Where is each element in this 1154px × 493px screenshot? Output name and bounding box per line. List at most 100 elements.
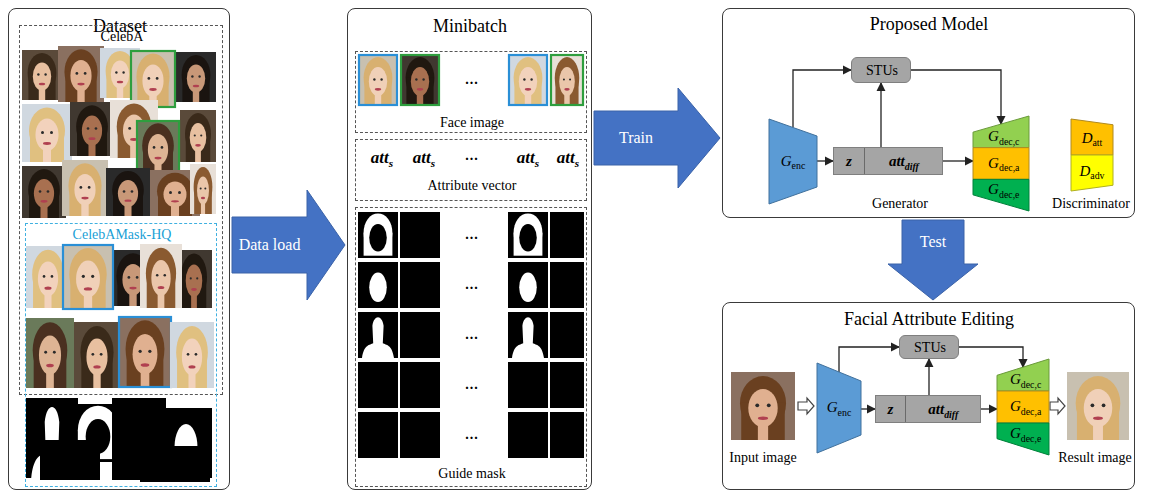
eye xyxy=(127,276,130,279)
text-group: ... xyxy=(465,327,479,343)
decoder-trapezoid: Gdec,cGdec,aGdec,e xyxy=(997,359,1049,455)
text-group: attdiff xyxy=(889,153,919,170)
eye xyxy=(1091,403,1095,407)
encoder-body xyxy=(817,363,861,453)
decoder-band xyxy=(997,391,1049,423)
eye xyxy=(380,78,382,80)
text: ... xyxy=(465,148,479,163)
face xyxy=(70,60,91,91)
text: att xyxy=(889,153,905,169)
photo-background xyxy=(176,52,216,102)
mask-face xyxy=(369,273,387,302)
mouth xyxy=(84,287,92,290)
face xyxy=(186,265,203,297)
photo-frame xyxy=(137,121,179,175)
text: Generator xyxy=(872,196,928,211)
text: ... xyxy=(465,277,479,292)
dashed-group: attsatts...attsattsAttribute vector xyxy=(355,139,587,201)
face-photo xyxy=(508,54,548,106)
photo-background xyxy=(130,50,176,108)
arrow-connector xyxy=(959,347,1023,367)
face xyxy=(76,261,100,298)
arrow-connector xyxy=(981,408,997,409)
face xyxy=(111,61,129,89)
mouth xyxy=(149,88,156,91)
eye xyxy=(128,127,131,130)
text: Face image xyxy=(440,115,504,130)
text: D xyxy=(1082,130,1093,146)
mouth xyxy=(154,157,161,160)
mouth xyxy=(1093,417,1103,420)
encoder-trapezoid: Genc xyxy=(769,119,817,204)
mask-image xyxy=(550,362,584,408)
face xyxy=(142,65,163,97)
eye xyxy=(37,73,39,75)
mask-hole xyxy=(519,224,537,252)
face-photo xyxy=(400,54,440,106)
photo-background xyxy=(180,110,216,162)
subscript: enc xyxy=(792,160,806,171)
text: ... xyxy=(465,72,479,87)
mask-background xyxy=(400,362,440,408)
mask-image xyxy=(508,362,548,408)
text: Discriminator xyxy=(1052,196,1130,211)
mouth xyxy=(46,364,54,368)
eye xyxy=(148,350,151,353)
text-group: Gdec,c xyxy=(988,128,1019,145)
photo-background xyxy=(118,316,172,388)
photo-background xyxy=(550,54,584,106)
mask-face xyxy=(519,273,537,302)
text-group: Dadv xyxy=(1079,163,1104,180)
mask-background xyxy=(400,312,440,358)
subscript: att xyxy=(1092,137,1102,148)
text: G xyxy=(1010,371,1021,387)
text: Guide mask xyxy=(438,466,505,481)
text: G xyxy=(827,399,838,415)
mask-background xyxy=(358,312,398,358)
text-group: ... xyxy=(465,227,479,243)
latent-box: zattdiff xyxy=(875,395,981,423)
text-group: Gdec,c xyxy=(1010,371,1041,388)
mask-background xyxy=(550,412,584,458)
face-photo xyxy=(358,54,398,106)
subscript: s xyxy=(535,157,539,169)
decoder-band xyxy=(997,423,1049,455)
dashed-group: CelebAMask-HQ xyxy=(25,223,217,487)
face-photo xyxy=(70,102,114,156)
arrow-connector xyxy=(817,160,833,161)
mask-image xyxy=(140,446,210,482)
photo-background xyxy=(62,244,114,310)
text-group: ... xyxy=(465,148,479,164)
eye xyxy=(115,71,117,73)
mask-image xyxy=(550,212,584,258)
mouth xyxy=(201,197,205,200)
text-group: Data load xyxy=(239,236,301,254)
face-photo xyxy=(22,50,62,100)
text-group: Minibatch xyxy=(433,16,507,37)
photo-frame xyxy=(359,55,397,105)
mask-image xyxy=(40,440,100,480)
face-photo xyxy=(62,160,108,216)
eye xyxy=(415,78,417,80)
mouth xyxy=(93,365,100,368)
face-photo xyxy=(118,316,172,388)
face xyxy=(82,115,102,145)
face xyxy=(34,179,54,208)
text: Input image xyxy=(729,450,796,465)
eye xyxy=(43,275,46,278)
eye xyxy=(198,75,200,77)
mask-image xyxy=(400,262,440,308)
discriminator-band xyxy=(1071,119,1113,155)
eye xyxy=(422,78,424,80)
eye xyxy=(44,73,46,75)
mask-image xyxy=(508,212,548,258)
mask-image xyxy=(508,262,548,308)
eye xyxy=(87,127,90,130)
mask-background xyxy=(550,212,584,258)
hollow-arrow xyxy=(798,398,814,414)
subscript: dec,a xyxy=(999,162,1020,173)
eye xyxy=(50,131,53,134)
eye xyxy=(44,351,47,354)
photo-background xyxy=(58,46,104,102)
face xyxy=(190,123,207,152)
